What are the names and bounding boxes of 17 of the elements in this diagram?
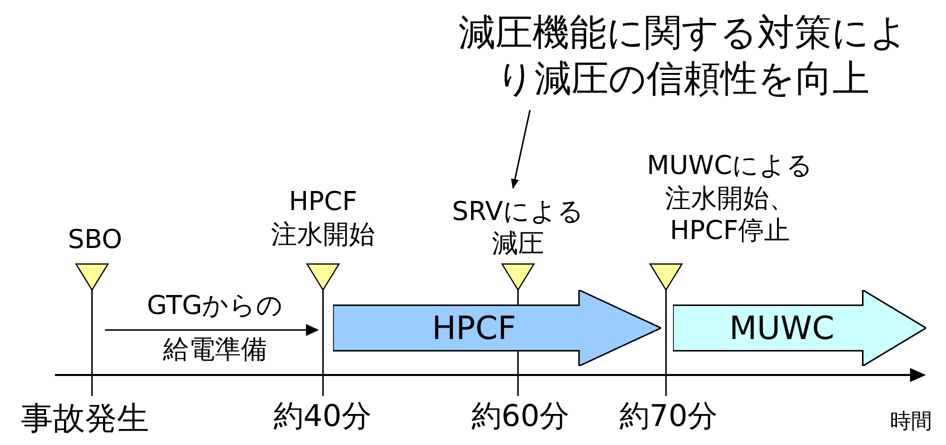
time-label: 約40分 [272, 398, 373, 436]
axis-label: 時間 [889, 408, 933, 434]
time-label: 事故発生 [20, 398, 150, 438]
arrow [511, 110, 531, 189]
event-label: SRVによる減圧 [448, 188, 588, 268]
phase-arrow [673, 290, 926, 366]
time-label: 約70分 [618, 398, 719, 436]
event-label: MUWCによる注水開始、HPCF停止 [646, 150, 814, 248]
phase-label: MUWC [729, 308, 836, 348]
event-label: SBO [66, 224, 124, 256]
phase-arrow [333, 290, 661, 366]
time-label: 約60分 [470, 398, 571, 436]
event-label: HPCF 注水開始 [270, 186, 376, 251]
note-text: 減圧機能に関する対策により減圧の信頼性を向上 [440, 2, 926, 110]
duration-label: 給電準備 [162, 334, 268, 366]
duration-label: GTGからの [146, 290, 284, 322]
phase-label: HPCF [432, 308, 518, 348]
